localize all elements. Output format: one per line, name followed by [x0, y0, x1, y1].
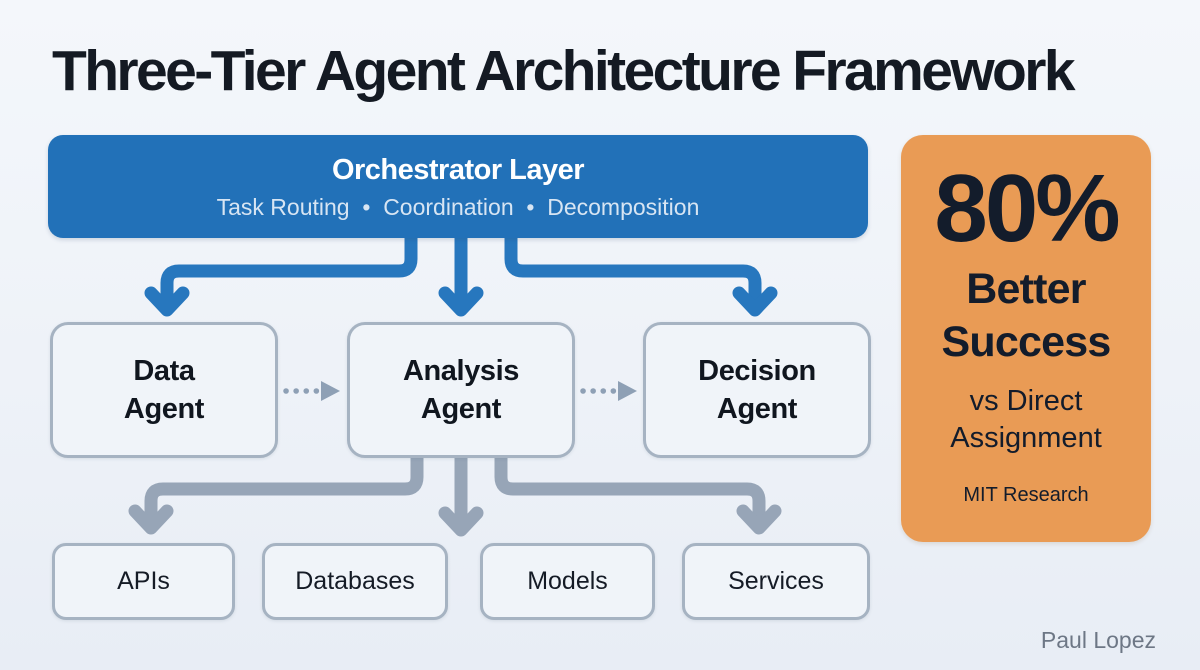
analysis-agent-label-line2: Agent	[420, 393, 502, 425]
decision-agent-label-line2: Agent	[716, 393, 798, 425]
arrowhead-data-agent-icon	[144, 286, 190, 317]
stat-source: MIT Research	[963, 484, 1089, 506]
stat-headline-line2: Success	[941, 318, 1112, 366]
apis-box: APIs	[52, 543, 235, 620]
agents-to-resources-arrows	[128, 445, 782, 537]
analysis-agent-box: Analysis Agent	[347, 322, 575, 458]
stat-comparison-line1: vs Direct	[969, 385, 1083, 417]
dotted-arrowhead-decision-icon	[618, 381, 637, 401]
decision-agent-label: Decision Agent	[698, 352, 816, 428]
services-label: Services	[728, 567, 824, 595]
models-box: Models	[480, 543, 655, 620]
analysis-agent-label-line1: Analysis	[402, 355, 520, 387]
databases-box: Databases	[262, 543, 448, 620]
arrowhead-center-resources-icon	[438, 506, 484, 537]
arrowhead-services-icon	[736, 504, 782, 535]
orchestrator-layer-box: Orchestrator Layer Task Routing • Coordi…	[48, 135, 868, 238]
page-title: Three-Tier Agent Architecture Framework	[52, 39, 1076, 103]
orchestrator-title: Orchestrator Layer	[331, 153, 585, 186]
data-agent-label-line1: Data	[133, 355, 195, 387]
stat-panel: 80% Better Success vs Direct Assignment …	[901, 135, 1151, 542]
arrowhead-decision-agent-icon	[732, 286, 778, 317]
services-box: Services	[682, 543, 870, 620]
author-credit: Paul Lopez	[1040, 627, 1156, 653]
orchestrator-to-agents-arrows	[144, 225, 778, 317]
arrowhead-apis-icon	[128, 504, 174, 535]
decision-agent-label-line1: Decision	[698, 355, 816, 387]
data-agent-label-line2: Agent	[123, 393, 205, 425]
stat-comparison-line2: Assignment	[950, 422, 1102, 454]
arrow-to-services	[494, 445, 766, 523]
arrow-to-apis	[144, 445, 424, 523]
decision-agent-box: Decision Agent	[643, 322, 871, 458]
stat-value: 80%	[934, 155, 1120, 262]
data-agent-box: Data Agent	[50, 322, 278, 458]
analysis-agent-label: Analysis Agent	[403, 352, 519, 428]
arrow-orchestrator-to-decision-agent	[504, 225, 762, 304]
data-agent-label: Data Agent	[123, 352, 205, 428]
arrow-orchestrator-to-data-agent	[160, 225, 418, 304]
stat-headline: Better Success	[941, 263, 1112, 369]
stat-headline-line1: Better	[966, 265, 1086, 313]
apis-label: APIs	[117, 567, 170, 595]
dotted-arrowhead-analysis-icon	[321, 381, 340, 401]
stat-comparison: vs Direct Assignment	[950, 383, 1102, 457]
databases-label: Databases	[295, 567, 415, 595]
models-label: Models	[527, 567, 608, 595]
agent-peer-connectors	[283, 381, 637, 401]
orchestrator-subtitle: Task Routing • Coordination • Decomposit…	[216, 193, 700, 220]
arrowhead-analysis-agent-icon	[438, 286, 484, 317]
